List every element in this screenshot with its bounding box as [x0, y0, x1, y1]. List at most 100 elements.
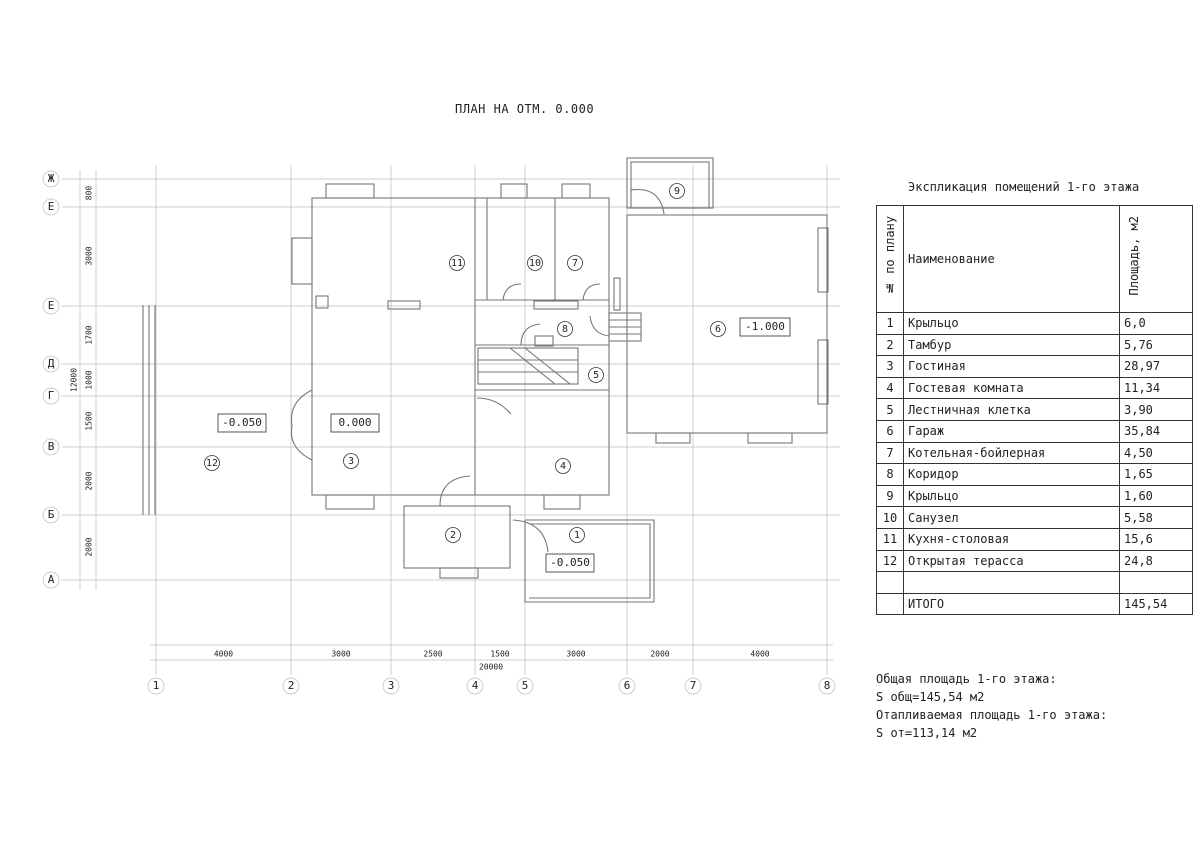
cell-num: 10: [876, 506, 904, 529]
cell-name: Коридор: [903, 463, 1120, 486]
axis-label-h: Г: [48, 389, 55, 402]
cell-area: 28,97: [1119, 355, 1193, 378]
dimension-total-left: 12000: [70, 368, 79, 392]
cell-num: 2: [876, 333, 904, 357]
axis-marker-h: [42, 355, 60, 373]
summary-line-2: S общ=145,54 м2: [876, 690, 985, 704]
summary-line-1: Общая площадь 1-го этажа:: [876, 672, 1057, 686]
cell-name: Крыльцо: [903, 312, 1120, 335]
cell-area: 1,60: [1119, 484, 1193, 508]
level-box: [330, 413, 380, 433]
room-marker: [710, 321, 726, 337]
header-num: № по плану: [883, 216, 897, 296]
dimension-label: 3000: [331, 650, 350, 659]
level-mark: 0.000: [338, 416, 371, 429]
header-area: Площадь, м2: [1127, 216, 1141, 296]
room-marker: [343, 453, 359, 469]
cell-name: Гараж: [903, 419, 1120, 443]
cell-area: 15,6: [1119, 527, 1193, 551]
level-mark: -1.000: [745, 320, 785, 333]
room-number: 10: [529, 258, 541, 269]
level-box: [545, 553, 595, 573]
level-box: [739, 317, 791, 337]
cell-name: Лестничная клетка: [903, 398, 1120, 421]
room-marker: [588, 367, 604, 383]
cell-name: Гостиная: [903, 355, 1120, 378]
level-mark: -0.050: [550, 556, 590, 569]
axis-label-v: 5: [522, 679, 529, 692]
axis-label-v: 8: [824, 679, 831, 692]
cell-area: 24,8: [1119, 549, 1193, 573]
explication-title: Экспликация помещений 1-го этажа: [908, 180, 1140, 194]
dimension-label-left: 2000: [85, 537, 94, 556]
axis-label-v: 1: [153, 679, 160, 692]
room-number: 8: [562, 324, 568, 335]
room-marker: [669, 183, 685, 199]
axis-label-h: Д: [48, 357, 55, 370]
axis-label-v: 3: [388, 679, 395, 692]
axis-marker-h: [42, 506, 60, 524]
cell-area: 3,90: [1119, 398, 1193, 421]
cell-area: 5,58: [1119, 506, 1193, 529]
total-label: ИТОГО: [903, 592, 1120, 616]
cell-num: 6: [876, 419, 904, 443]
room-marker: [555, 458, 571, 474]
summary-line-4: S от=113,14 м2: [876, 726, 978, 740]
cell-name: Кухня-столовая: [903, 527, 1120, 551]
axis-label-h: Б: [48, 508, 55, 521]
room-marker: [557, 321, 573, 337]
room-number: 4: [560, 461, 566, 472]
room-marker: [569, 527, 585, 543]
cell-num: 5: [876, 398, 904, 421]
axis-marker-v: [818, 677, 836, 695]
cell-name: Тамбур: [903, 333, 1120, 357]
axis-label-v: 6: [624, 679, 631, 692]
room-marker: [449, 255, 465, 271]
cell-name: Санузел: [903, 506, 1120, 529]
cell-num: 11: [876, 527, 904, 551]
table-header-row: № по плану Наименование Площадь, м2: [876, 205, 1193, 313]
axis-marker-h: [42, 297, 60, 315]
axis-label-h: Е: [48, 200, 55, 213]
room-number: 9: [674, 186, 680, 197]
cell-name: Котельная-бойлерная: [903, 441, 1120, 465]
cell-area: 35,84: [1119, 419, 1193, 443]
axis-marker-v: [382, 677, 400, 695]
cell-area: 4,50: [1119, 441, 1193, 465]
cell-area: 11,34: [1119, 376, 1193, 400]
dimension-label-left: 1000: [85, 370, 94, 389]
room-number: 2: [450, 530, 456, 541]
dimension-total: 20000: [479, 663, 503, 672]
room-number: 11: [451, 258, 463, 269]
axis-marker-v: [282, 677, 300, 695]
axis-marker-v: [618, 677, 636, 695]
axis-marker-v: [466, 677, 484, 695]
level-mark: -0.050: [222, 416, 262, 429]
axis-grid: [42, 165, 840, 695]
cell-area: 6,0: [1119, 312, 1193, 335]
axis-marker-h: [42, 571, 60, 589]
table-row-empty: [876, 571, 1193, 594]
room-number: 3: [348, 456, 354, 467]
axis-label-v: 4: [472, 679, 479, 692]
dimension-label-left: 2000: [85, 471, 94, 490]
axis-marker-h: [42, 438, 60, 456]
room-number: 7: [572, 258, 578, 269]
room-number: 12: [206, 458, 218, 469]
dimension-label: 4000: [750, 650, 769, 659]
cell-num: 12: [876, 549, 904, 573]
dimension-label-left: 1500: [85, 411, 94, 430]
